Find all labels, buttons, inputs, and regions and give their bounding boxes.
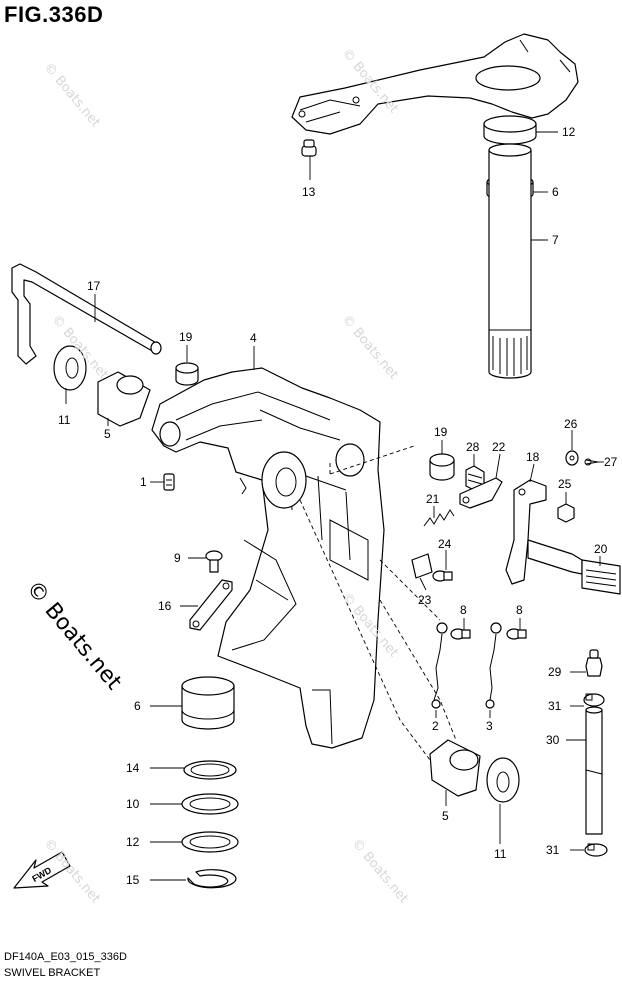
- washer-26[interactable]: [565, 450, 579, 466]
- ground-lead-2[interactable]: [431, 622, 448, 709]
- callout-15: 15: [126, 873, 140, 887]
- callout-11-right: 11: [494, 847, 507, 861]
- callout-11-left: 11: [58, 413, 71, 427]
- callout-8-left: 8: [460, 603, 467, 617]
- callout-3: 3: [486, 719, 493, 733]
- swivel-bracket-4[interactable]: [151, 367, 385, 749]
- callout-17: 17: [87, 279, 101, 293]
- tilt-rod-17[interactable]: [11, 263, 162, 365]
- callout-18: 18: [526, 450, 540, 464]
- bolt-9[interactable]: [205, 550, 223, 573]
- tilt-lock-lever-18[interactable]: [505, 479, 547, 585]
- leader-lines: [65, 131, 604, 881]
- snap-ring-15[interactable]: [187, 869, 237, 889]
- nut-25[interactable]: [557, 503, 575, 523]
- callout-6-top: 6: [552, 185, 559, 199]
- washer-10[interactable]: [181, 793, 239, 815]
- callout-22: 22: [492, 440, 506, 454]
- bolt-24[interactable]: [432, 570, 453, 582]
- callout-2: 2: [432, 719, 439, 733]
- washer-11-right[interactable]: [486, 757, 520, 803]
- callout-12-lower: 12: [126, 835, 140, 849]
- cotter-pin-27[interactable]: [584, 458, 599, 466]
- callout-7: 7: [552, 233, 559, 247]
- callout-25: 25: [558, 477, 572, 491]
- retainer-16[interactable]: [189, 579, 233, 631]
- callout-29: 29: [548, 665, 562, 679]
- figure-code: DF140A_E03_015_336D: [4, 951, 127, 963]
- callout-31-top: 31: [548, 699, 562, 713]
- callout-24: 24: [438, 537, 452, 551]
- bolt-1[interactable]: [163, 473, 175, 491]
- callout-9: 9: [174, 551, 181, 565]
- washer-12-lower[interactable]: [181, 831, 239, 853]
- callout-30: 30: [546, 733, 560, 747]
- figure-name: SWIVEL BRACKET: [4, 967, 101, 979]
- callout-1: 1: [140, 475, 147, 489]
- callout-27: 27: [604, 455, 618, 469]
- hose-30[interactable]: [585, 706, 603, 835]
- tilt-lock-handle-20[interactable]: [527, 539, 621, 595]
- callout-20: 20: [594, 542, 608, 556]
- bushing-6-lower[interactable]: [181, 676, 235, 730]
- callout-8-right: 8: [516, 603, 523, 617]
- callout-19-right: 19: [434, 425, 448, 439]
- clamp-31-bottom[interactable]: [584, 843, 608, 857]
- bushing-5-right[interactable]: [429, 739, 481, 797]
- bushing-5-left[interactable]: [97, 371, 151, 427]
- bushing-19-right[interactable]: [429, 453, 455, 481]
- callout-6-lower: 6: [134, 699, 141, 713]
- callout-labels: 12 6 7 13 17 19 4 11 5 1 26 27 19 28 22 …: [58, 125, 618, 887]
- bolt-8-right[interactable]: [506, 628, 527, 640]
- callout-12-top: 12: [562, 125, 576, 139]
- steering-shaft-7[interactable]: [488, 143, 532, 379]
- washer-12-top[interactable]: [483, 115, 537, 145]
- callout-16: 16: [158, 599, 172, 613]
- callout-14: 14: [126, 761, 140, 775]
- bolt-8-left[interactable]: [450, 628, 471, 640]
- callout-26: 26: [564, 417, 578, 431]
- callout-13: 13: [302, 185, 316, 199]
- hose-fitting-29[interactable]: [585, 649, 603, 677]
- steering-arm[interactable]: [291, 33, 579, 135]
- callout-5-left: 5: [104, 427, 111, 441]
- callout-19-left: 19: [179, 330, 193, 344]
- callout-31-bottom: 31: [546, 843, 560, 857]
- callout-23: 23: [418, 593, 432, 607]
- callout-4: 4: [250, 331, 257, 345]
- fwd-arrow: FWD: [13, 851, 71, 889]
- washer-14[interactable]: [183, 760, 237, 780]
- figure-title: FIG.336D: [4, 2, 104, 27]
- assembly-lines: [299, 445, 457, 761]
- callout-28: 28: [466, 440, 480, 454]
- spring-21[interactable]: [423, 509, 455, 527]
- bushing-19-left[interactable]: [175, 362, 199, 386]
- clip-23[interactable]: [411, 553, 433, 579]
- callout-21: 21: [426, 492, 440, 506]
- ground-lead-3[interactable]: [485, 622, 502, 709]
- callout-10: 10: [126, 797, 140, 811]
- callout-5-right: 5: [442, 809, 449, 823]
- clamp-31-top[interactable]: [583, 693, 605, 707]
- bolt-13[interactable]: [301, 139, 317, 157]
- washer-11-left[interactable]: [53, 345, 87, 391]
